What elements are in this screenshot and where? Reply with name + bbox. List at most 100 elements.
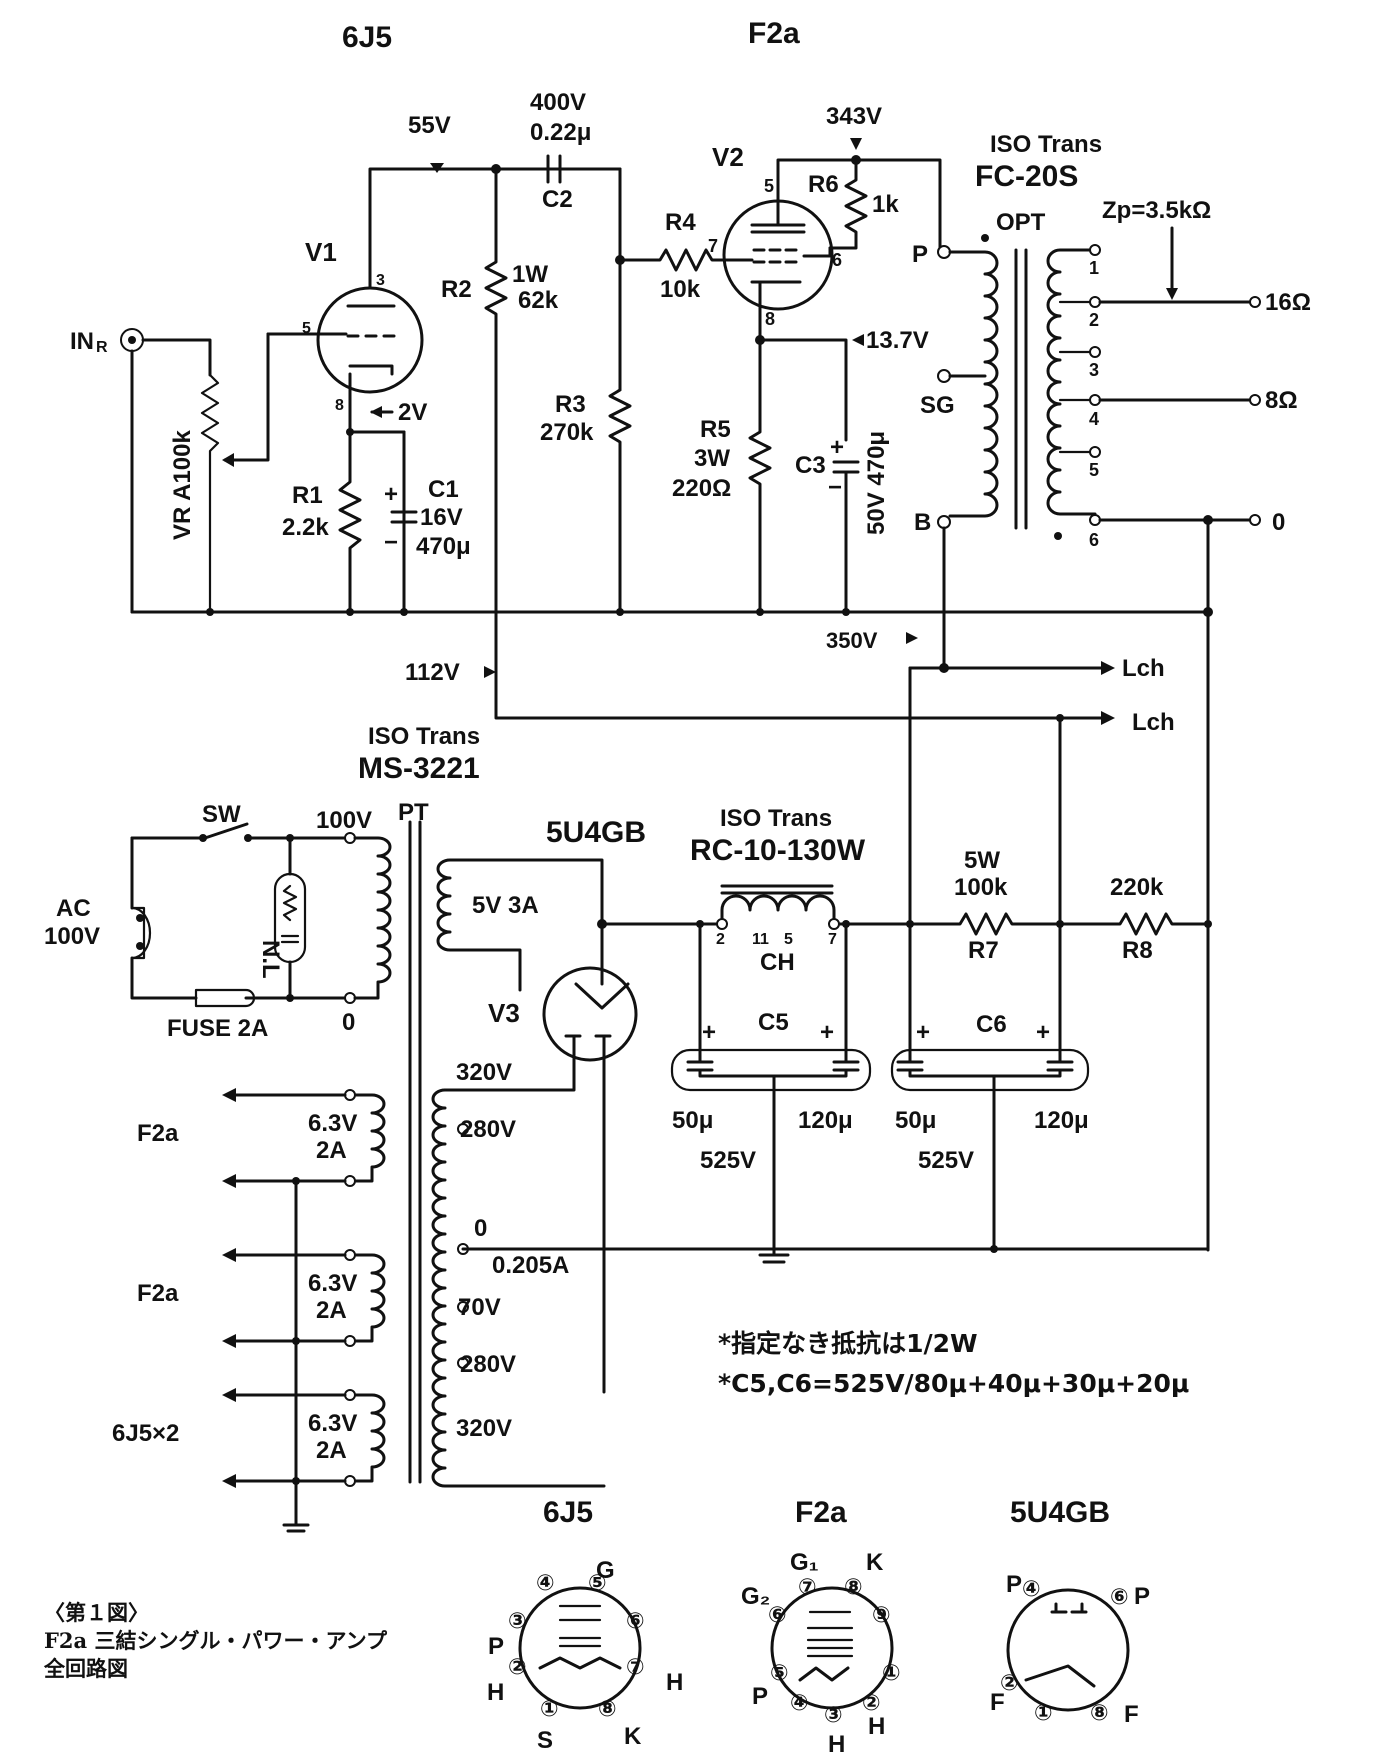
- nl-label: N.L: [257, 940, 284, 979]
- c6-ref: C6: [976, 1011, 1007, 1038]
- opt-p-label: P: [912, 241, 928, 268]
- svg-text:6: 6: [1089, 530, 1099, 550]
- svg-text:⑦: ⑦: [798, 1574, 817, 1599]
- svg-text:⑥: ⑥: [1110, 1584, 1129, 1609]
- r6-resistor: [828, 158, 868, 250]
- svg-text:③: ③: [824, 1702, 843, 1727]
- j5-k: K: [624, 1723, 642, 1750]
- hv-current: 0.205A: [492, 1252, 569, 1279]
- hv-0: 0: [474, 1215, 487, 1242]
- svg-text:⑦: ⑦: [626, 1654, 645, 1679]
- v1-cathode-voltage: 2V: [398, 399, 427, 426]
- v2-ref: V2: [712, 142, 744, 172]
- svg-text:②: ②: [862, 1690, 881, 1715]
- svg-text:②: ②: [508, 1654, 527, 1679]
- svg-text:4: 4: [1089, 409, 1099, 429]
- svg-text:①: ①: [540, 1696, 559, 1721]
- opt-primary: [948, 250, 999, 518]
- svg-text:⑨: ⑨: [872, 1602, 891, 1627]
- svg-text:5: 5: [784, 931, 793, 948]
- opt-taps: 1 2 3 4 5 6: [1058, 244, 1101, 550]
- r1-ref: R1: [292, 482, 323, 509]
- v2-pin7: 7: [708, 236, 718, 256]
- r4-value: 10k: [660, 276, 701, 303]
- j5-h1: H: [666, 1669, 683, 1696]
- c6-capacitor: [890, 1048, 1090, 1092]
- r5-value: 220Ω: [672, 475, 731, 502]
- choke-maker: ISO Trans: [720, 805, 832, 832]
- c1-ref: C1: [428, 476, 459, 503]
- out-8-terminal: [1249, 394, 1261, 406]
- u4-f1: F: [990, 1689, 1005, 1716]
- opt-sg-label: SG: [920, 392, 955, 419]
- pt-core: [408, 820, 422, 1484]
- svg-text:⑤: ⑤: [770, 1660, 789, 1685]
- c3-rating: 50V 470μ: [863, 431, 890, 535]
- v2-pin5: 5: [764, 176, 774, 196]
- heater-load-3: 6J5×2: [112, 1420, 179, 1447]
- volume-pot: [200, 373, 220, 614]
- f2a-h2: H: [868, 1713, 885, 1740]
- v2-cathode-voltage: 13.7V: [866, 327, 929, 354]
- r8-ref: R8: [1122, 937, 1153, 964]
- c6-v2: 120μ: [1034, 1107, 1089, 1134]
- r3-resistor: [608, 388, 632, 614]
- c1-capacitor: [390, 510, 418, 524]
- j5-h2: H: [487, 1679, 504, 1706]
- r5-resistor: [748, 338, 772, 614]
- u4-p2: P: [1134, 1583, 1150, 1610]
- svg-text:②: ②: [1000, 1670, 1019, 1695]
- heater-windings: [222, 1088, 386, 1533]
- opt-impedance: Zp=3.5kΩ: [1102, 197, 1211, 224]
- v1-pin8: 8: [335, 397, 344, 414]
- c1-rating: 16V: [420, 504, 463, 531]
- f2a-g2: G₂: [741, 1583, 770, 1610]
- svg-text:1: 1: [1089, 258, 1099, 278]
- note-resistors: *指定なき抵抗は1/2W: [718, 1329, 978, 1358]
- r7-r8-resistors: [898, 912, 1210, 936]
- f2a-k: K: [866, 1549, 884, 1576]
- note-capacitors: *C5,C6=525V/80μ+40μ+30μ+20μ: [718, 1369, 1189, 1398]
- r3-ref: R3: [555, 391, 586, 418]
- c3-ref: C3: [795, 452, 826, 479]
- opt-p-terminal: [937, 245, 951, 259]
- svg-text:⑥: ⑥: [768, 1602, 787, 1627]
- f2a-h1: H: [828, 1731, 845, 1758]
- svg-text:④: ④: [790, 1690, 809, 1715]
- opt-b-terminal: [937, 515, 951, 529]
- svg-text:11: 11: [752, 931, 769, 948]
- pt-100v: 100V: [316, 807, 372, 834]
- choke-ref: CH: [760, 949, 795, 976]
- r1-resistor: [338, 430, 362, 614]
- j5-g: G: [596, 1557, 615, 1584]
- ac-plug: [130, 906, 152, 960]
- pt-name: PT: [398, 799, 429, 826]
- c5-v1: 50μ: [672, 1107, 713, 1134]
- j5-s: S: [537, 1727, 553, 1754]
- svg-text:④: ④: [536, 1570, 555, 1595]
- out-0-terminal: [1249, 514, 1261, 526]
- svg-text:+: +: [702, 1019, 716, 1046]
- choke-model: RC-10-130W: [690, 834, 866, 867]
- r2-value: 62k: [518, 287, 559, 314]
- r6-value: 1k: [872, 191, 899, 218]
- svg-text:5: 5: [1089, 460, 1099, 480]
- opt-maker: ISO Trans: [990, 131, 1102, 158]
- opt-core: [1014, 248, 1028, 530]
- svg-text:2: 2: [716, 931, 725, 948]
- opt-secondary: [1046, 248, 1097, 516]
- r4-ref: R4: [665, 209, 696, 236]
- svg-text:+: +: [384, 481, 398, 508]
- heater2-a: 2A: [316, 1297, 347, 1324]
- f2a-p: P: [752, 1683, 768, 1710]
- v2-type-title: F2a: [748, 17, 800, 50]
- v2-pin6: 6: [832, 250, 842, 270]
- neon-lamp: [273, 872, 307, 964]
- c2-rating: 400V: [530, 89, 586, 116]
- basing-f2a: [770, 1586, 894, 1710]
- out-0-label: 0: [1272, 509, 1285, 536]
- v1-plate-voltage: 55V: [408, 112, 451, 139]
- v3-tube: [542, 966, 638, 1062]
- svg-text:⑧: ⑧: [844, 1574, 863, 1599]
